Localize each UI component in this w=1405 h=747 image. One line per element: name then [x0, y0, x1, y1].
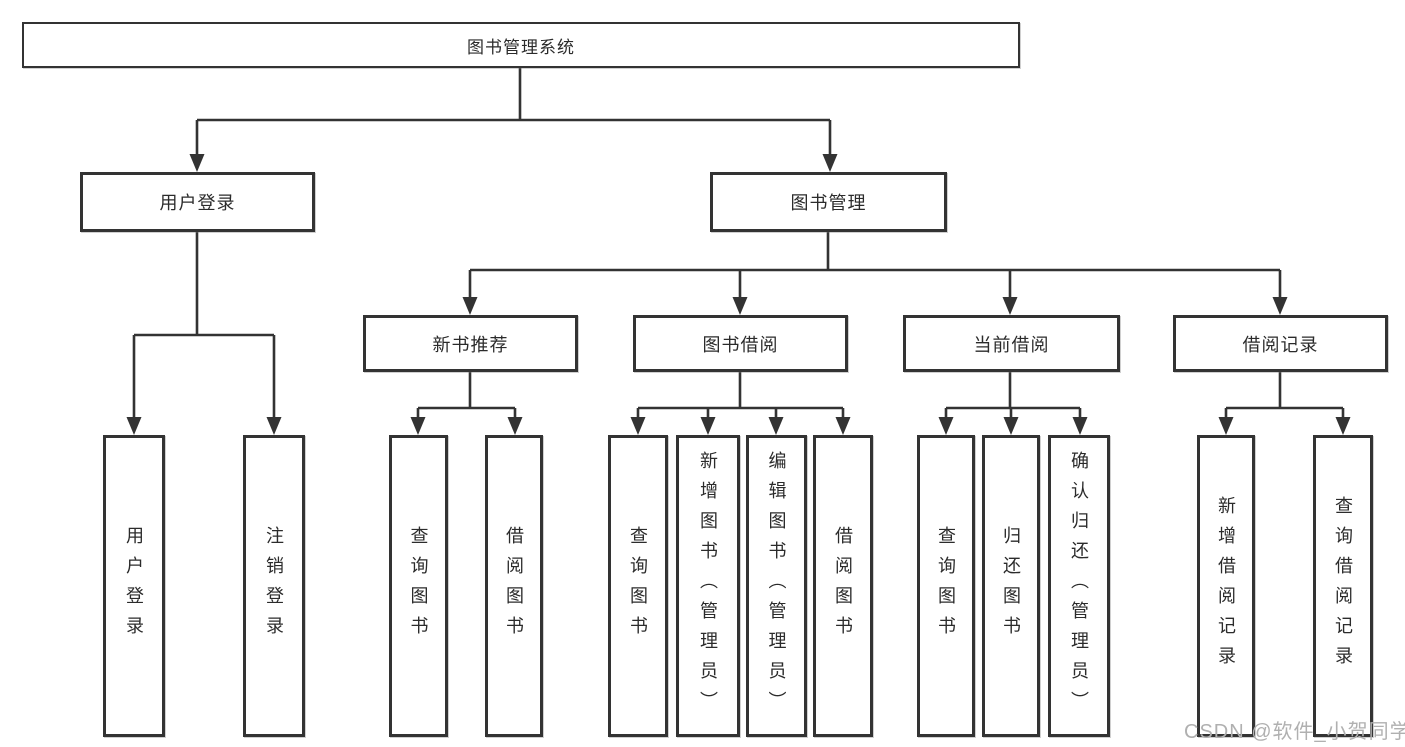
node-new-book-recommend: 新书推荐 — [363, 315, 578, 372]
leaf-label: 新增借阅记录 — [1216, 496, 1236, 676]
node-system-root: 图书管理系统 — [22, 22, 1020, 68]
leaf-user-login: 用户登录 — [103, 435, 165, 737]
node-current-borrow: 当前借阅 — [903, 315, 1120, 372]
node-label: 图书管理 — [790, 193, 867, 213]
leaf-borrow-books-1: 借阅图书 — [485, 435, 543, 737]
node-label: 当前借阅 — [973, 334, 1050, 355]
leaf-label: 查询图书 — [628, 526, 648, 646]
node-label: 借阅记录 — [1242, 334, 1319, 355]
node-label: 图书管理系统 — [467, 37, 575, 57]
leaf-label: 查询图书 — [936, 526, 956, 646]
node-book-management: 图书管理 — [710, 172, 947, 232]
leaf-label: 用户登录 — [124, 526, 144, 646]
leaf-query-books-3: 查询图书 — [917, 435, 975, 737]
leaf-borrow-books-2: 借阅图书 — [813, 435, 873, 737]
node-label: 用户登录 — [159, 193, 236, 213]
leaf-add-borrow-record: 新增借阅记录 — [1197, 435, 1255, 737]
leaf-query-books-1: 查询图书 — [389, 435, 448, 737]
csdn-watermark: CSDN @软件_小贺同学 — [1184, 721, 1405, 743]
node-label: 图书借阅 — [702, 334, 779, 355]
leaf-label: 借阅图书 — [504, 526, 524, 646]
leaf-return-books: 归还图书 — [982, 435, 1040, 737]
leaf-label: 归还图书 — [1001, 526, 1021, 646]
node-borrow-records: 借阅记录 — [1173, 315, 1388, 372]
leaf-label: 查询借阅记录 — [1333, 496, 1353, 676]
leaf-label: 注销登录 — [264, 526, 284, 646]
node-label: 新书推荐 — [432, 334, 509, 355]
leaf-query-books-2: 查询图书 — [608, 435, 668, 737]
leaf-confirm-return-admin: 确认归还（管理员） — [1048, 435, 1110, 737]
leaf-logout: 注销登录 — [243, 435, 305, 737]
leaf-label: 查询图书 — [408, 526, 429, 646]
leaf-query-borrow-record: 查询借阅记录 — [1313, 435, 1373, 737]
leaf-label: 新增图书（管理员） — [698, 451, 718, 721]
leaf-label: 编辑图书（管理员） — [766, 451, 787, 721]
node-user-login: 用户登录 — [80, 172, 315, 232]
node-book-borrow: 图书借阅 — [633, 315, 848, 372]
leaf-label: 确认归还（管理员） — [1069, 451, 1089, 721]
leaf-edit-books-admin: 编辑图书（管理员） — [746, 435, 807, 737]
leaf-label: 借阅图书 — [833, 526, 853, 646]
leaf-add-books-admin: 新增图书（管理员） — [676, 435, 740, 737]
